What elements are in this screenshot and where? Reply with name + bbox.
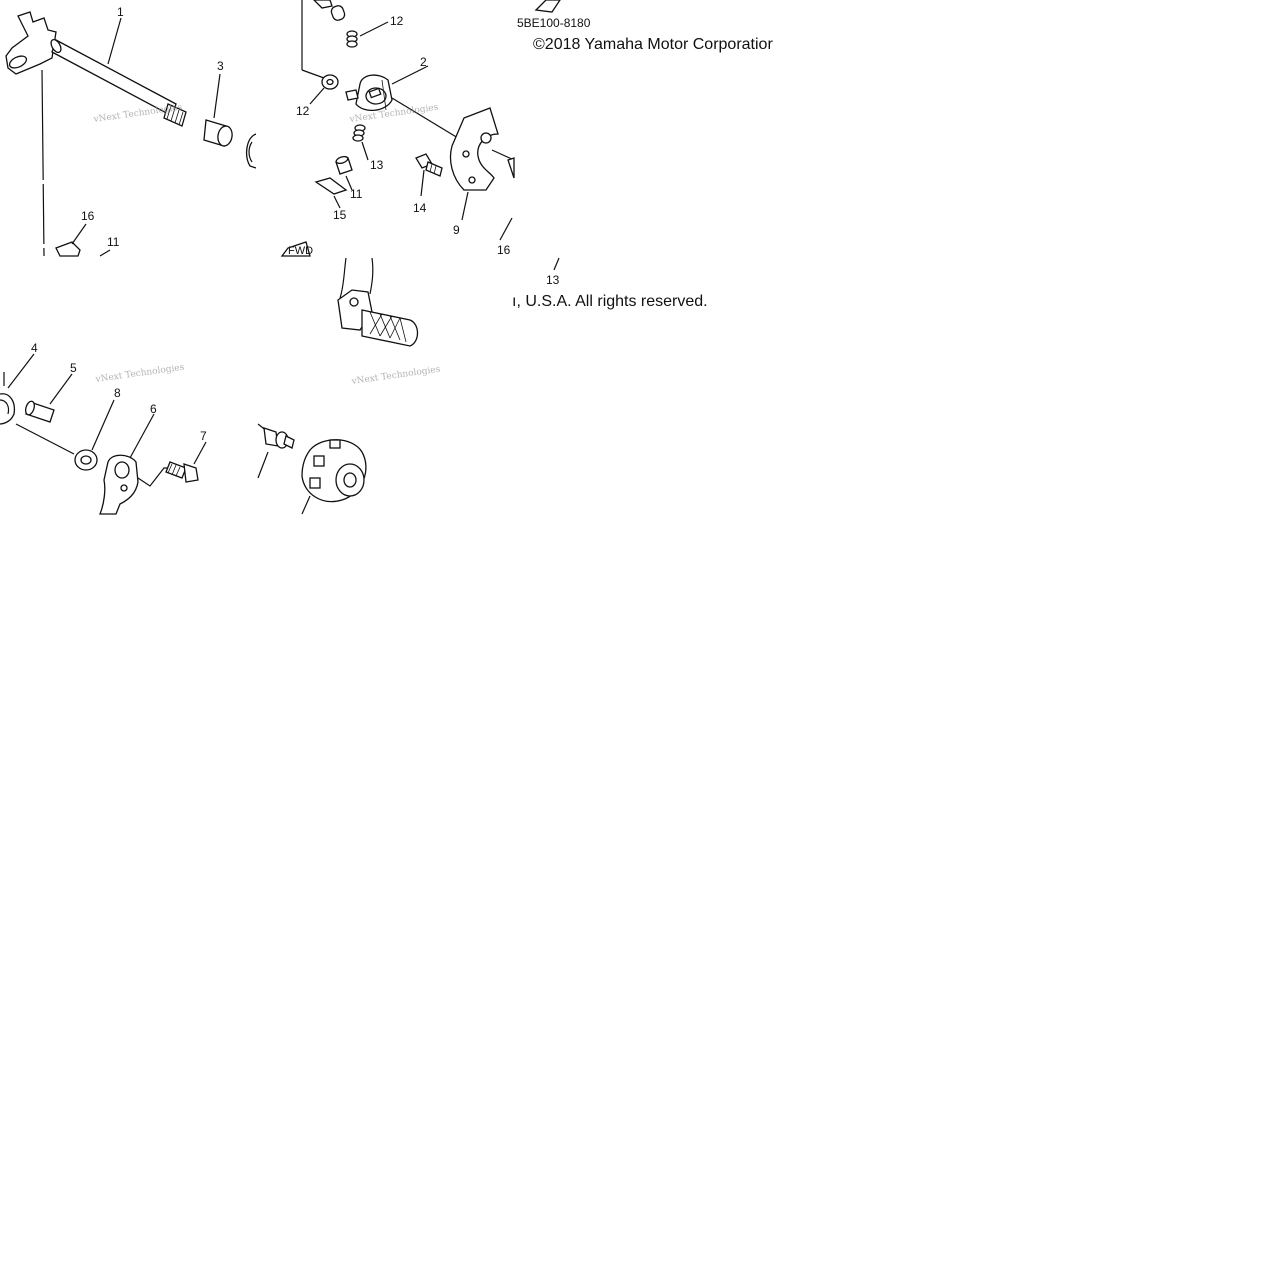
panel-shift-segment: 12 12 2 13: [280, 0, 515, 257]
shift-shaft-rod: [51, 39, 177, 117]
copyright-line-1: ©2018 Yamaha Motor Corporatior: [533, 36, 773, 53]
callout-4: 4: [31, 341, 38, 355]
callout-11: 16: [81, 209, 95, 223]
stopper-part-11-upper: [313, 0, 333, 9]
partial-oil-seal: [245, 133, 257, 169]
callout-11-mid: 15: [333, 208, 347, 222]
fwd-arrow-icon: FWD: [280, 241, 313, 257]
stopper-part-11: [314, 177, 348, 195]
callout-6: 6: [150, 402, 157, 416]
partial-fwd-arrow-icon: [534, 0, 561, 13]
bolt-part-7: [165, 461, 199, 483]
callout-16: 13: [546, 273, 560, 287]
panel-mid-right: 13 ı, U.S.A. All rights reserved.: [512, 257, 708, 310]
panel-shift-shaft: 1 3 16 11 vNext Technologies: [5, 5, 257, 257]
part-code: 5BE100-8180: [517, 16, 591, 30]
partial-edge-part: [507, 157, 515, 179]
bolt-part-15: [415, 153, 443, 177]
callout-2: 2: [420, 55, 427, 69]
stopper-part-11-lower: [55, 241, 81, 257]
callout-13: 11: [107, 235, 120, 249]
copyright-line-2: ı, U.S.A. All rights reserved.: [512, 293, 708, 310]
callout-9: 16: [497, 243, 511, 257]
panel-drum-segment: [257, 423, 367, 515]
callout-7: 7: [200, 429, 207, 443]
shift-drum-segment-part: [301, 439, 367, 503]
lever-slot: [8, 55, 28, 69]
segment-plate-part-14: [449, 107, 499, 191]
callout-12-lower: 13: [370, 158, 384, 172]
callout-5: 5: [70, 361, 77, 375]
pin-part-13: [335, 155, 353, 175]
shift-segment-part-2: [345, 74, 393, 111]
callout-3: 3: [217, 59, 224, 73]
watermark: vNext Technologies: [94, 363, 185, 386]
callout-1: 1: [117, 5, 124, 19]
spring-part-12-lower: [352, 124, 366, 142]
pin-part-13-upper: [330, 5, 346, 21]
svg-text:FWD: FWD: [288, 245, 313, 257]
bolt-with-washer: [263, 427, 295, 449]
callout-13: 11: [350, 187, 363, 201]
shift-lever-part-6: [99, 454, 139, 515]
watermark: vNext Technologies: [92, 103, 183, 126]
callout-14: 9: [453, 223, 460, 237]
watermark: vNext Technologies: [350, 365, 441, 388]
spring-part-12-upper: [346, 30, 358, 48]
panel-lever-assembly: 4 5 8 6 7 vNext Technologies: [0, 341, 207, 515]
callout-15: 14: [413, 201, 427, 215]
panel-shift-pedal: vNext Technologies: [337, 257, 441, 388]
callout-8: 8: [114, 386, 121, 400]
panel-copyright: 5BE100-8180 ©2018 Yamaha Motor Corporati…: [517, 0, 773, 53]
callout-10: 12: [296, 104, 310, 118]
spring-part-4: [0, 393, 16, 425]
pedal-footrest-grip: [361, 309, 419, 347]
callout-12: 12: [390, 14, 404, 28]
